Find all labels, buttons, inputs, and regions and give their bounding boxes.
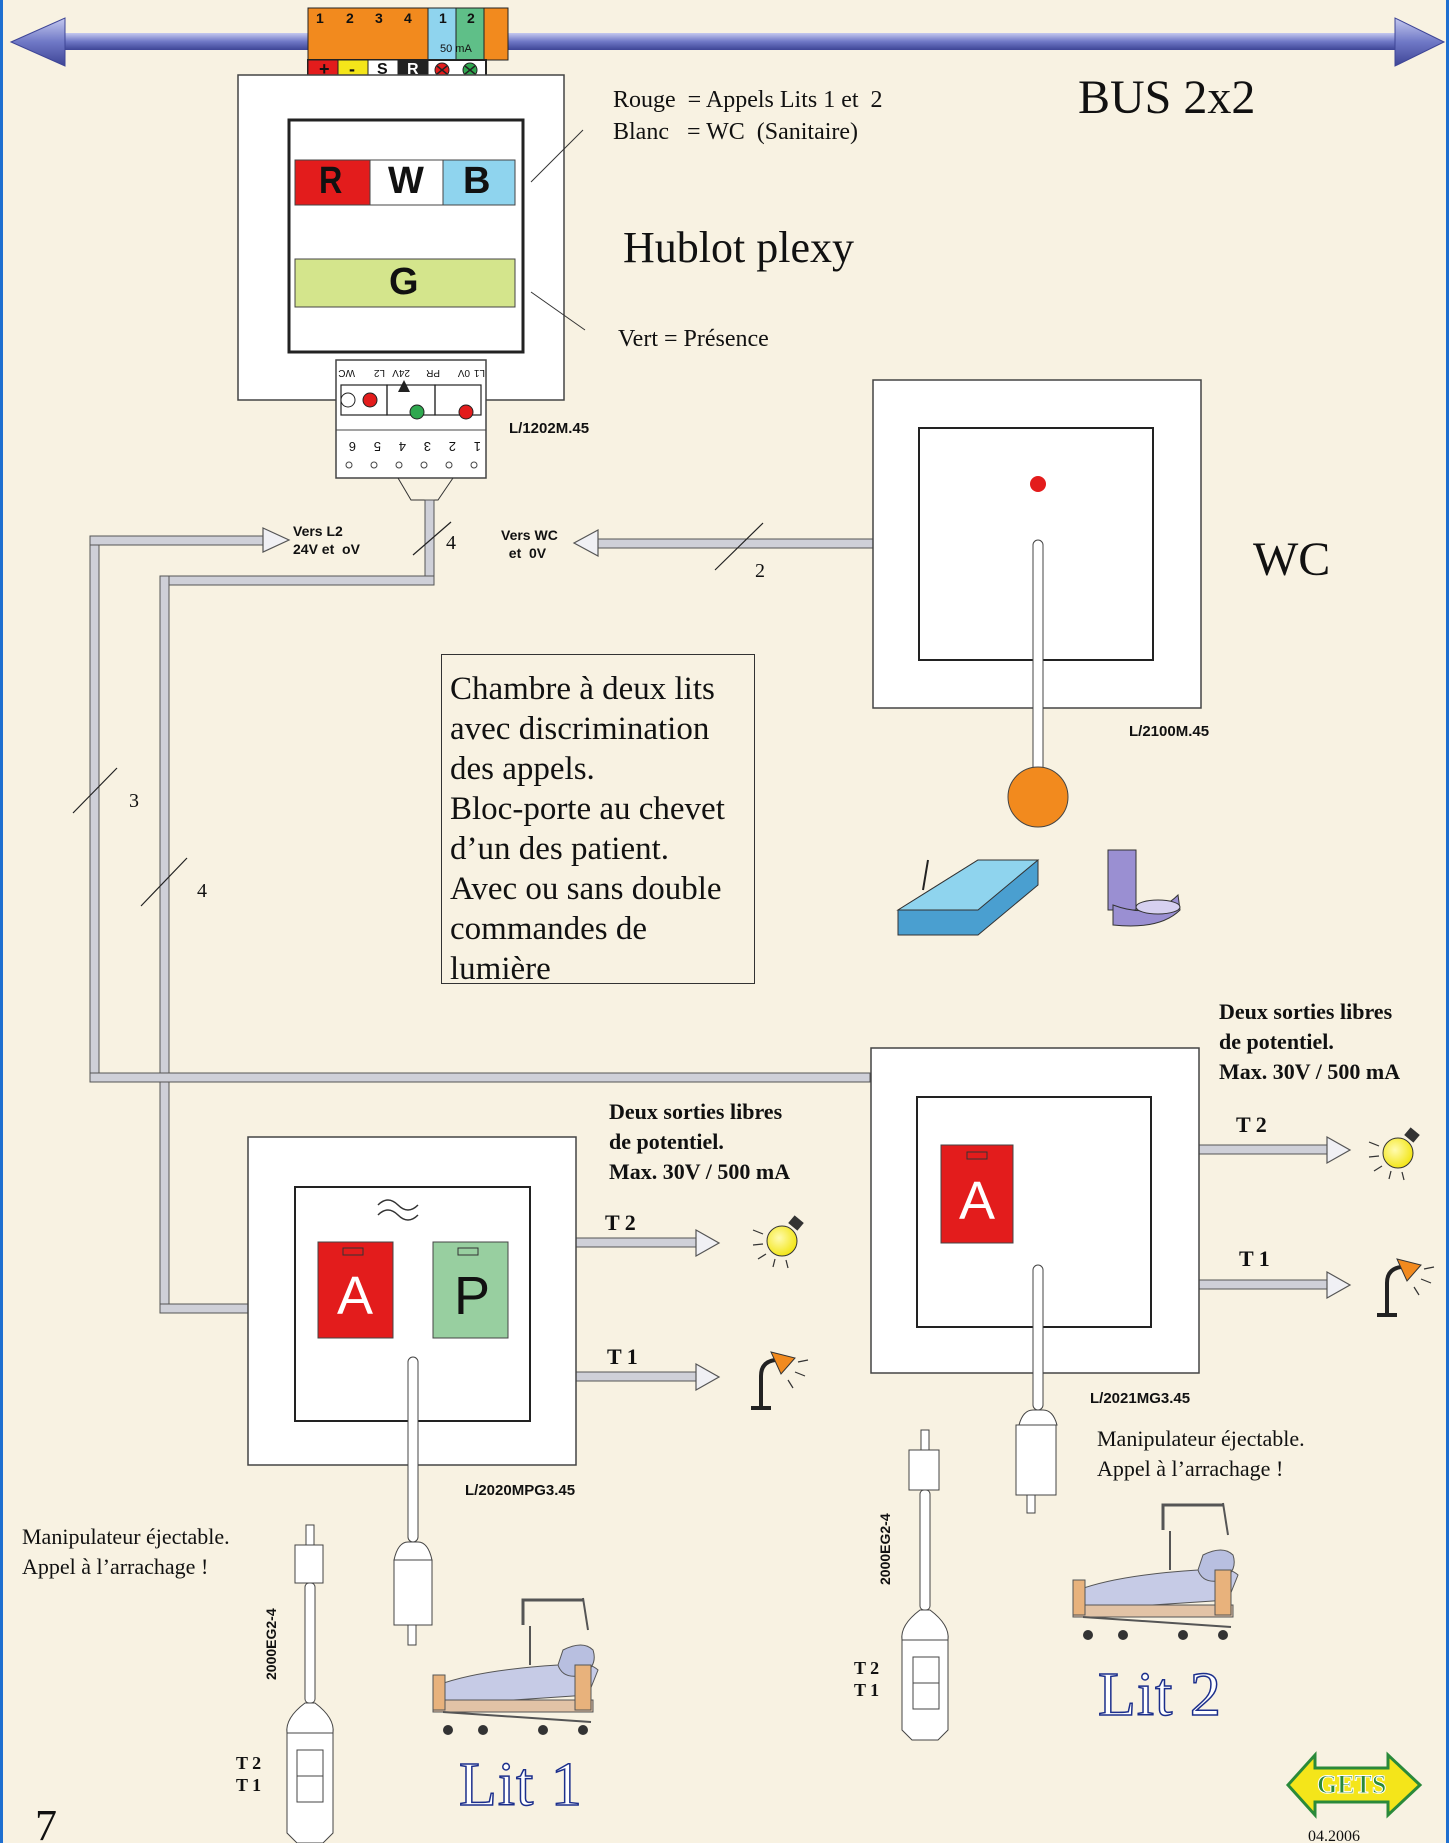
terminal-top-labels: WC L2 24V PR 0V L1 (338, 362, 485, 378)
hublot-ref: L/1202M.45 (509, 420, 590, 437)
description-box: Chambre à deux lits avec discrimination … (441, 654, 755, 987)
vert-presence-label: Vert = Présence (618, 326, 769, 352)
bed2-manip-note: Manipulateur éjectable. Appel à l’arrach… (1097, 1426, 1305, 1481)
terminal-label: 2 (467, 10, 475, 26)
hublot-legend: Blanc = WC (Sanitaire) (613, 119, 859, 145)
diagram-graphics (9, 7, 1446, 1843)
outputs-note-bed1: Deux sorties libres de potentiel. Max. 3… (609, 1099, 791, 1184)
page-number: 7 (35, 1801, 57, 1843)
bed1-handset-keys: T 2 T 1 (236, 1753, 262, 1795)
hublot-letter-g: G (389, 261, 419, 303)
bed1-manip-note: Manipulateur éjectable. Appel à l’arrach… (22, 1524, 230, 1579)
hublot-letter-w: W (388, 160, 424, 202)
polarity-minus: - (349, 59, 355, 79)
description-line: commandes de (450, 911, 648, 947)
bed1-button-a: A (337, 1266, 374, 1326)
description-line: Chambre à deux lits (450, 671, 715, 707)
terminal-number: 5 (373, 439, 381, 454)
terminal-label: 1 (439, 10, 447, 26)
terminal-top-label: L1 (473, 367, 485, 378)
wc-unit (872, 379, 1202, 936)
wire-count: 4 (197, 880, 207, 902)
description-line: Bloc-porte au chevet (450, 791, 725, 827)
reading-lamp-icon (751, 1351, 809, 1410)
terminal-label: 1 (316, 10, 324, 26)
terminal-label: 3 (375, 10, 383, 26)
hublot-letter-r: R (319, 160, 343, 202)
bulb-icon (752, 1215, 804, 1269)
terminal-number: 3 (423, 439, 431, 454)
polarity-r: R (407, 61, 419, 78)
wire-arrowheads (262, 527, 1352, 1392)
handset-2 (901, 1429, 949, 1741)
bed2-unit (870, 1047, 1200, 1514)
wire-label-l2: Vers L2 24V et oV (293, 523, 360, 557)
terminal-number: 2 (448, 439, 456, 454)
wire-count-ticks (72, 521, 764, 907)
description-line: des appels. (450, 751, 595, 787)
wire-count: 2 (755, 560, 765, 582)
description-line: lumière (450, 951, 551, 987)
polarity-plus: + (319, 59, 330, 79)
terminal-number: 1 (473, 439, 481, 454)
bed1-t2: T 2 (605, 1210, 636, 1235)
terminal-label: 4 (404, 10, 412, 26)
wc-ref: L/2100M.45 (1129, 723, 1210, 740)
terminal-label: 2 (346, 10, 354, 26)
outputs-note-bed2: Deux sorties libres de potentiel. Max. 3… (1219, 999, 1401, 1084)
terminal-top-label: WC (338, 367, 355, 378)
description-line: avec discrimination (450, 711, 710, 747)
gets-logo-text: GETS (1316, 1770, 1387, 1800)
bed2-t1: T 1 (1239, 1246, 1270, 1271)
bed1-unit (247, 1136, 577, 1646)
hublot-letter-b: B (463, 160, 491, 202)
bed1-ref: L/2020MPG3.45 (465, 1482, 576, 1499)
wire-label-wc: Vers WC et 0V (501, 527, 558, 561)
wire-count: 3 (129, 790, 139, 812)
bed2-ref: L/2021MG3.45 (1090, 1390, 1191, 1407)
hublot-unit (237, 74, 586, 501)
bed1-name: Lit 1 (458, 1750, 583, 1820)
bed1-t1: T 1 (607, 1344, 638, 1369)
bus-title: BUS 2x2 (1078, 71, 1256, 124)
terminal-number: 4 (398, 439, 406, 454)
bed1-handset-ref: 2000EG2-4 (263, 1608, 279, 1680)
bed2-button-a: A (959, 1171, 996, 1231)
bus-arrow (9, 17, 1446, 67)
terminal-top-label: L2 (373, 367, 385, 378)
hospital-bed-2-icon (1072, 1502, 1239, 1640)
wire-count: 4 (446, 532, 456, 554)
bed2-handset-keys: T 2 T 1 (854, 1658, 880, 1700)
terminal-number: 6 (348, 439, 356, 454)
gets-logo (1285, 1751, 1423, 1819)
terminal-numbers: 6 5 4 3 2 1 (343, 438, 483, 454)
reading-lamp-icon (1377, 1258, 1435, 1317)
wc-title: WC (1253, 533, 1331, 586)
bed2-name: Lit 2 (1097, 1660, 1222, 1730)
terminal-top-label: 0V (457, 367, 470, 378)
terminal-top-label: PR (426, 367, 440, 378)
handset-1 (286, 1524, 334, 1843)
hospital-bed-1-icon (432, 1597, 599, 1735)
description-line: d’un des patient. (450, 831, 670, 867)
bed1-button-p: P (454, 1266, 491, 1326)
bulb-icon (1368, 1127, 1420, 1181)
description-line: Avec ou sans double (450, 871, 722, 907)
footer-date: 04.2006 (1308, 1828, 1360, 1843)
terminal-top-label: 24V (392, 367, 410, 378)
polarity-s: S (377, 61, 388, 78)
bed2-handset-ref: 2000EG2-4 (877, 1513, 893, 1585)
hublot-title: Hublot plexy (623, 223, 854, 272)
bed2-t2: T 2 (1236, 1112, 1267, 1137)
connector-current-label: 50 mA (440, 43, 472, 55)
hublot-legend: Rouge = Appels Lits 1 et 2 (613, 87, 883, 113)
